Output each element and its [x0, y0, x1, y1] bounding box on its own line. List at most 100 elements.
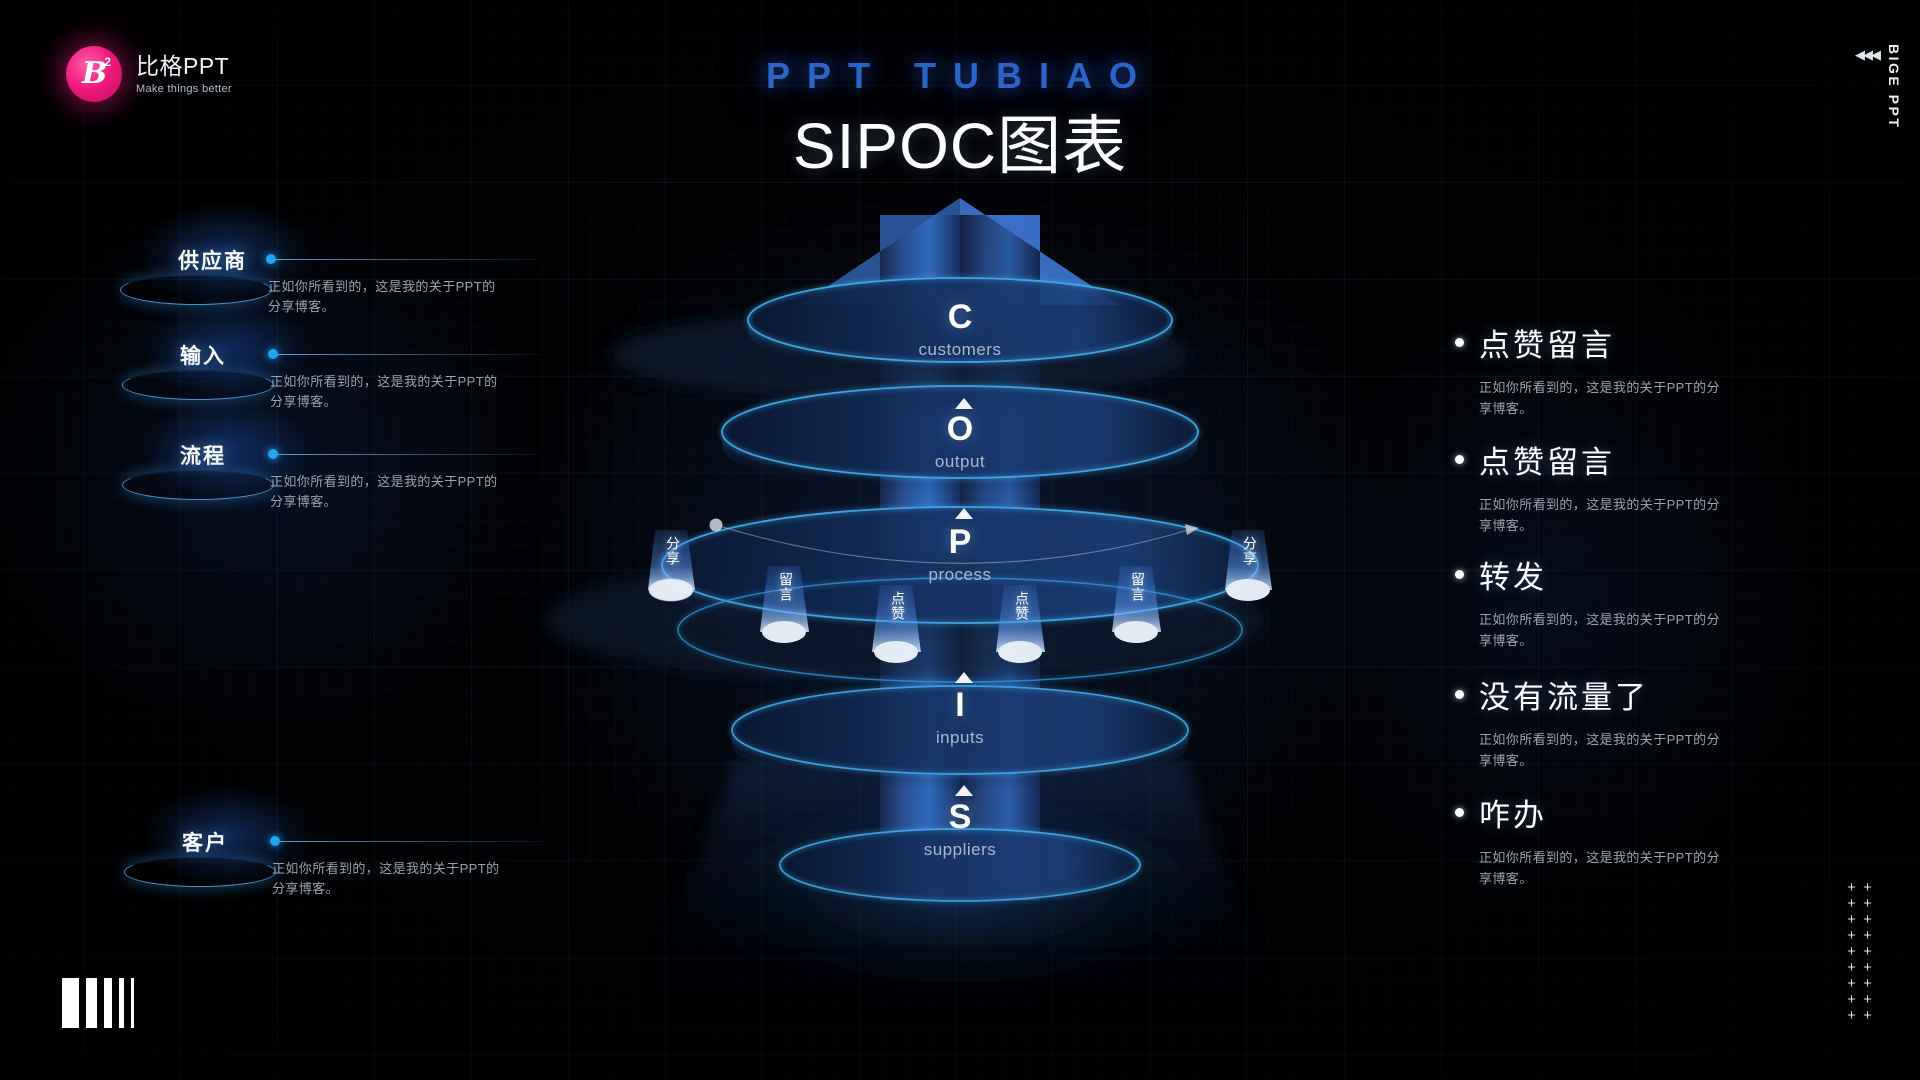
- slide-subtitle: PPT TUBIAO: [765, 55, 1154, 96]
- bullet-dot-icon: [1455, 808, 1464, 817]
- tier-letter: O: [946, 410, 974, 448]
- decor-plus: +: [1847, 879, 1856, 896]
- left-item-body: 正如你所看到的，这是我的关于PPT的分享博客。: [272, 861, 500, 897]
- right-item-body: 正如你所看到的，这是我的关于PPT的分享博客。: [1479, 732, 1720, 768]
- right-item-title: 点赞留言: [1479, 328, 1615, 363]
- tier-sublabel: output: [934, 452, 986, 471]
- left-item-body: 正如你所看到的，这是我的关于PPT的分享博客。: [268, 279, 496, 315]
- tier-sublabel: process: [928, 565, 992, 584]
- decor-plus-grid: ++++++++++++++++++: [1845, 879, 1874, 1024]
- tier-sublabel: customers: [918, 340, 1002, 359]
- funnel-tier-process: P process: [860, 525, 1060, 585]
- left-arrows-icon: ◀◀◀: [1855, 47, 1881, 62]
- left-item-ellipse-icon: [124, 857, 276, 887]
- spotlight-text: 留言: [778, 572, 794, 602]
- left-item-ellipse-icon: [122, 370, 274, 400]
- left-item-ellipse-icon: [122, 470, 274, 500]
- tier-arrow-icon-2: [955, 508, 973, 519]
- right-item-2[interactable]: 转发 正如你所看到的，这是我的关于PPT的分享博客。: [1455, 552, 1729, 652]
- decor-plus: +: [1863, 975, 1872, 992]
- right-item-1[interactable]: 点赞留言 正如你所看到的，这是我的关于PPT的分享博客。: [1455, 437, 1729, 537]
- bullet-dot-icon: [1455, 690, 1464, 699]
- funnel-tier-suppliers: S suppliers: [860, 800, 1060, 860]
- left-item-dot-icon: [268, 349, 278, 359]
- left-item-dot-icon: [270, 836, 280, 846]
- spotlight-text: 分享: [665, 536, 681, 566]
- tier-arrow-icon-3: [955, 672, 973, 683]
- tier-arrow-icon-4: [955, 785, 973, 796]
- decor-plus: +: [1847, 927, 1856, 944]
- left-item-dot-icon: [268, 449, 278, 459]
- left-item-label: 流程: [180, 445, 226, 468]
- tier-arrow-icon-1: [955, 398, 973, 409]
- tier-sublabel: inputs: [935, 728, 985, 747]
- left-item-customer[interactable]: 客户 正如你所看到的，这是我的关于PPT的分享博客。: [104, 761, 545, 911]
- left-item-body: 正如你所看到的，这是我的关于PPT的分享博客。: [270, 374, 498, 410]
- logo-letter: B: [81, 56, 107, 91]
- right-item-head: 点赞留言: [1455, 437, 1729, 482]
- spotlight-text: 留言: [1130, 572, 1146, 602]
- spotlight-text: 点赞: [1014, 591, 1030, 621]
- spotlight-text: 分享: [1242, 536, 1258, 566]
- decor-plus: +: [1847, 975, 1856, 992]
- bullet-dot-icon: [1455, 455, 1464, 464]
- decor-plus: +: [1863, 943, 1872, 960]
- decor-plus: +: [1847, 911, 1856, 928]
- bullet-dot-icon: [1455, 338, 1464, 347]
- left-item-connector-line: [278, 454, 543, 455]
- right-item-body: 正如你所看到的，这是我的关于PPT的分享博客。: [1479, 380, 1720, 416]
- bullet-dot-icon: [1455, 570, 1464, 579]
- funnel-tier-output: O output: [860, 412, 1060, 472]
- right-item-title: 没有流量了: [1479, 680, 1649, 715]
- right-item-title: 转发: [1479, 560, 1547, 595]
- tier-letter: S: [948, 798, 972, 836]
- tier-letter: C: [947, 298, 973, 336]
- logo-circle-icon: B 2: [66, 46, 122, 102]
- edge-brand: ◀◀◀ BIGE PPT: [1855, 44, 1902, 129]
- right-item-title: 点赞留言: [1479, 445, 1615, 480]
- decor-bars: [62, 978, 134, 1028]
- right-item-0[interactable]: 点赞留言 正如你所看到的，这是我的关于PPT的分享博客。: [1455, 320, 1729, 420]
- logo-text-block: 比格PPT Make things better: [136, 53, 232, 94]
- logo-superscript: 2: [104, 55, 111, 69]
- decor-plus: +: [1847, 943, 1856, 960]
- decor-plus: +: [1863, 879, 1872, 896]
- left-item-connector-line: [280, 841, 545, 842]
- decor-bar: [86, 978, 97, 1028]
- right-item-body: 正如你所看到的，这是我的关于PPT的分享博客。: [1479, 497, 1720, 533]
- decor-plus: +: [1863, 1007, 1872, 1024]
- brand-logo: B 2 比格PPT Make things better: [66, 46, 232, 102]
- decor-plus: +: [1863, 895, 1872, 912]
- left-item-ellipse-icon: [120, 275, 272, 305]
- left-item-body: 正如你所看到的，这是我的关于PPT的分享博客。: [270, 474, 498, 510]
- left-item-connector-line: [276, 259, 541, 260]
- left-item-input[interactable]: 输入 正如你所看到的，这是我的关于PPT的分享博客。: [102, 274, 543, 424]
- decor-bar: [131, 978, 134, 1028]
- decor-plus: +: [1863, 991, 1872, 1008]
- right-item-body: 正如你所看到的，这是我的关于PPT的分享博客。: [1479, 850, 1720, 886]
- decor-plus: +: [1863, 959, 1872, 976]
- decor-bar: [119, 978, 124, 1028]
- left-item-supplier[interactable]: 供应商 正如你所看到的，这是我的关于PPT的分享博客。: [100, 179, 541, 329]
- right-item-head: 点赞留言: [1455, 320, 1729, 365]
- left-item-process[interactable]: 流程 正如你所看到的，这是我的关于PPT的分享博客。: [102, 374, 543, 524]
- right-item-3[interactable]: 没有流量了 正如你所看到的，这是我的关于PPT的分享博客。: [1455, 672, 1729, 772]
- left-item-connector-line: [278, 354, 543, 355]
- tier-letter: I: [955, 686, 965, 724]
- decor-plus: +: [1863, 927, 1872, 944]
- decor-plus: +: [1863, 911, 1872, 928]
- right-item-head: 咋办: [1455, 790, 1729, 835]
- right-item-title: 咋办: [1479, 798, 1547, 833]
- logo-tagline: Make things better: [136, 82, 232, 95]
- right-item-body: 正如你所看到的，这是我的关于PPT的分享博客。: [1479, 612, 1720, 648]
- tier-sublabel: suppliers: [923, 840, 997, 859]
- logo-name: 比格PPT: [136, 53, 230, 80]
- right-item-head: 没有流量了: [1455, 672, 1729, 717]
- page-title: SIPOC图表: [792, 110, 1128, 182]
- funnel-tier-inputs: I inputs: [860, 688, 1060, 748]
- right-item-4[interactable]: 咋办 正如你所看到的，这是我的关于PPT的分享博客。: [1455, 790, 1729, 890]
- decor-plus: +: [1847, 895, 1856, 912]
- left-item-label: 客户: [182, 832, 228, 855]
- decor-plus: +: [1847, 991, 1856, 1008]
